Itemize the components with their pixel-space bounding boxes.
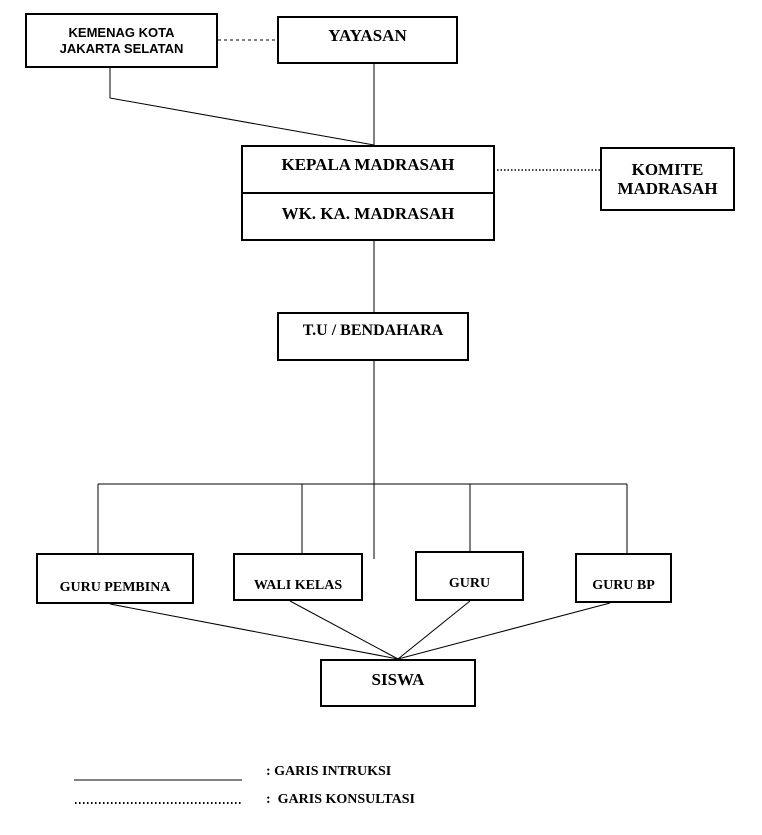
line-guru-pembina-siswa — [109, 603, 399, 660]
instruction-line-kemenag-kepala — [109, 68, 375, 146]
node-wakil-kepala: WK. KA. MADRASAH — [241, 192, 495, 241]
line-guru-siswa — [397, 600, 471, 660]
node-kemenag: KEMENAG KOTA JAKARTA SELATAN — [25, 13, 218, 68]
node-guru: GURU — [415, 551, 524, 601]
node-yayasan: YAYASAN — [277, 16, 458, 64]
node-guru-pembina: GURU PEMBINA — [36, 553, 194, 604]
node-guru-bp: GURU BP — [575, 553, 672, 603]
line-wali-kelas-siswa — [289, 600, 399, 660]
node-komite-madrasah: KOMITE MADRASAH — [600, 147, 735, 211]
legend-konsultasi-label: : GARIS KONSULTASI — [266, 792, 415, 807]
legend-instruksi-label: : GARIS INTRUKSI — [266, 764, 392, 779]
line-guru-bp-siswa — [397, 602, 611, 660]
node-kepala-madrasah: KEPALA MADRASAH — [241, 145, 495, 194]
node-wali-kelas: WALI KELAS — [233, 553, 363, 601]
node-tu-bendahara: T.U / BENDAHARA — [277, 312, 469, 361]
node-siswa: SISWA — [320, 659, 476, 707]
